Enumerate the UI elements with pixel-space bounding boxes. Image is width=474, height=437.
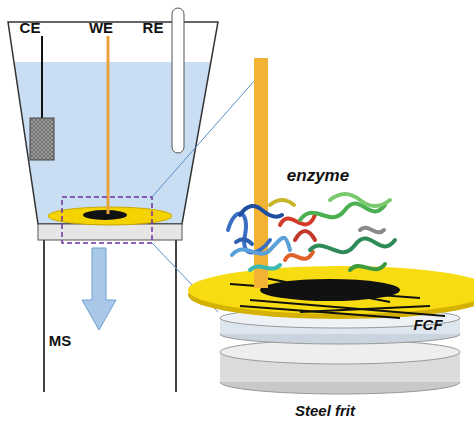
enzyme-structure — [228, 194, 395, 270]
counter-electrode-mesh — [30, 118, 54, 160]
component-label: FCF — [413, 316, 442, 333]
reference-electrode — [172, 8, 184, 153]
component-label: Steel frit — [295, 402, 355, 419]
electrode-label: CE — [20, 19, 41, 36]
electrode-label: WE — [89, 19, 113, 36]
funnel-vessel — [8, 22, 218, 224]
outlet-label: MS — [49, 332, 72, 349]
working-electrode-wire — [107, 36, 110, 214]
fiber-spot — [83, 210, 127, 220]
stand-leg — [175, 240, 177, 392]
gold-disk — [48, 207, 172, 225]
stand-leg — [43, 240, 45, 392]
component-label: enzyme — [287, 166, 349, 186]
flow-arrow — [82, 248, 116, 330]
zoom-box — [62, 197, 152, 243]
fiber-mat — [260, 279, 400, 301]
frit-holder — [38, 224, 182, 240]
counter-electrode-wire — [41, 36, 43, 118]
electrode-label: RE — [143, 19, 164, 36]
zoom-line — [152, 72, 262, 197]
